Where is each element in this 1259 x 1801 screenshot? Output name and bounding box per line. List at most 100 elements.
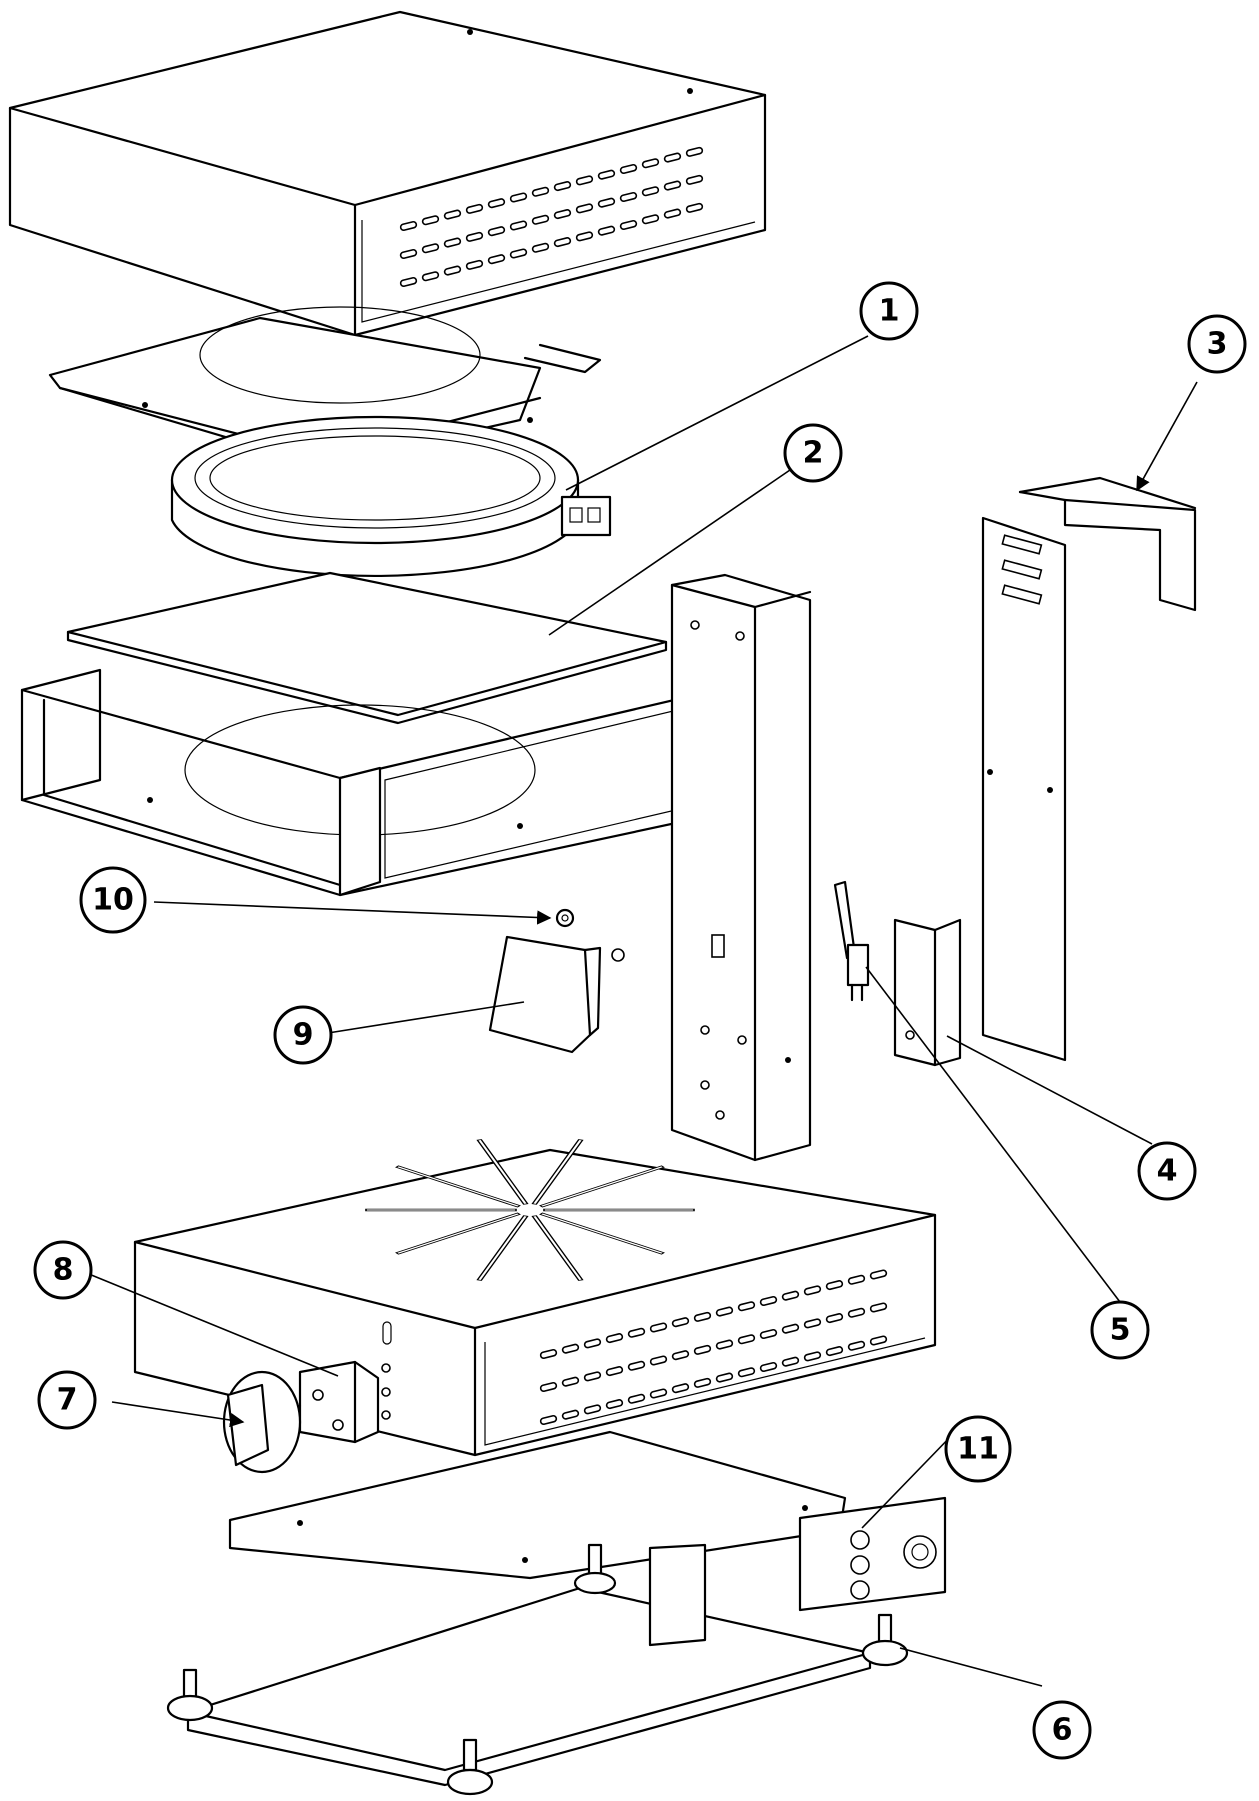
radial-slot: [539, 1165, 665, 1208]
vent-slot: [715, 1372, 734, 1383]
callout-7: 7: [37, 1370, 97, 1430]
vent-slot: [597, 169, 616, 180]
vent-slot: [421, 243, 440, 254]
vent-slot: [509, 220, 528, 231]
vent-slot: [671, 1317, 690, 1328]
vent-slot: [465, 231, 484, 242]
vent-slot: [869, 1269, 888, 1280]
callout-5-label: 5: [1110, 1313, 1131, 1348]
callout-4: 4: [1137, 1141, 1197, 1201]
vent-slot: [663, 152, 682, 163]
vent-slot: [641, 158, 660, 169]
vent-slot: [509, 248, 528, 259]
rear-panel-bracket: [981, 476, 1197, 1062]
callout-8-label: 8: [53, 1253, 74, 1288]
vent-slot: [737, 1367, 756, 1378]
callout-11: 11: [944, 1415, 1012, 1483]
vent-slot: [869, 1302, 888, 1313]
vent-slot: [561, 1376, 580, 1387]
vent-slot: [627, 1327, 646, 1338]
vent-slot: [649, 1322, 668, 1333]
radial-slot: [531, 1139, 584, 1205]
callout-7-label: 7: [57, 1383, 78, 1418]
radial-slot: [395, 1165, 521, 1208]
callout-2-label: 2: [803, 436, 824, 471]
vent-slot: [619, 219, 638, 230]
vent-slot: [531, 242, 550, 253]
control-knob: [222, 1370, 302, 1474]
vent-slot: [421, 215, 440, 226]
radial-slot: [539, 1212, 665, 1255]
vent-slot: [671, 1350, 690, 1361]
callout-11-label: 11: [957, 1432, 999, 1467]
callout-4-label: 4: [1157, 1154, 1178, 1189]
vent-slot: [583, 1404, 602, 1415]
vent-slot: [539, 1381, 558, 1392]
insulation-plate: [66, 571, 668, 725]
vent-slot: [443, 209, 462, 220]
vent-slot: [421, 271, 440, 282]
callout-10-label: 10: [92, 883, 134, 918]
vent-slot: [781, 1323, 800, 1334]
heating-element: [170, 415, 612, 578]
vent-slot: [539, 1348, 558, 1359]
vent-slot: [693, 1377, 712, 1388]
callout-5: 5: [1090, 1300, 1150, 1360]
vent-slot: [605, 1333, 624, 1344]
vent-slot: [539, 1414, 558, 1425]
vent-slot: [561, 1409, 580, 1420]
callout-3-label: 3: [1207, 327, 1228, 362]
vent-slot: [781, 1356, 800, 1367]
vent-slot: [869, 1335, 888, 1346]
vent-slot: [575, 203, 594, 214]
callout-2: 2: [783, 423, 843, 483]
vent-slot: [619, 163, 638, 174]
vent-slot: [803, 1351, 822, 1362]
vent-slot: [715, 1306, 734, 1317]
vent-slot: [561, 1343, 580, 1354]
adjustable-feet: [166, 1543, 909, 1796]
vent-slot: [487, 254, 506, 265]
vent-slot: [443, 265, 462, 276]
base-tray: [186, 1496, 947, 1787]
vent-slot: [583, 1371, 602, 1382]
vent-slot: [781, 1290, 800, 1301]
vent-slot: [693, 1311, 712, 1322]
vent-slot: [737, 1301, 756, 1312]
micro-switch: [833, 880, 870, 1002]
callout-9-label: 9: [293, 1018, 314, 1053]
vent-slot: [847, 1274, 866, 1285]
callout-1: 1: [859, 281, 919, 341]
vent-slot: [531, 186, 550, 197]
vertical-column: [670, 573, 812, 1162]
vent-slot: [583, 1338, 602, 1349]
vent-slot: [641, 186, 660, 197]
callout-6-label: 6: [1052, 1713, 1073, 1748]
vent-slot: [399, 220, 418, 231]
vent-slot: [825, 1346, 844, 1357]
vent-slot: [671, 1383, 690, 1394]
callout-1-label: 1: [879, 294, 900, 329]
vent-slot: [847, 1340, 866, 1351]
vent-slot: [487, 226, 506, 237]
vent-slot: [759, 1295, 778, 1306]
vent-slot: [619, 191, 638, 202]
vent-slot: [487, 198, 506, 209]
radial-slot: [395, 1212, 521, 1255]
vent-slot: [685, 202, 704, 213]
vent-slot: [685, 174, 704, 185]
vent-slot: [663, 180, 682, 191]
vent-slot: [759, 1328, 778, 1339]
leader-lines: [83, 335, 1198, 1687]
vent-slot: [597, 225, 616, 236]
radial-slot: [476, 1215, 529, 1281]
top-cover: [8, 10, 767, 337]
vent-slot: [553, 181, 572, 192]
vent-slot: [649, 1355, 668, 1366]
callout-3: 3: [1187, 314, 1247, 374]
vent-slot: [465, 203, 484, 214]
vent-slot: [553, 237, 572, 248]
cover-plate: [488, 935, 625, 1054]
vent-slot: [663, 208, 682, 219]
vent-slot: [553, 209, 572, 220]
